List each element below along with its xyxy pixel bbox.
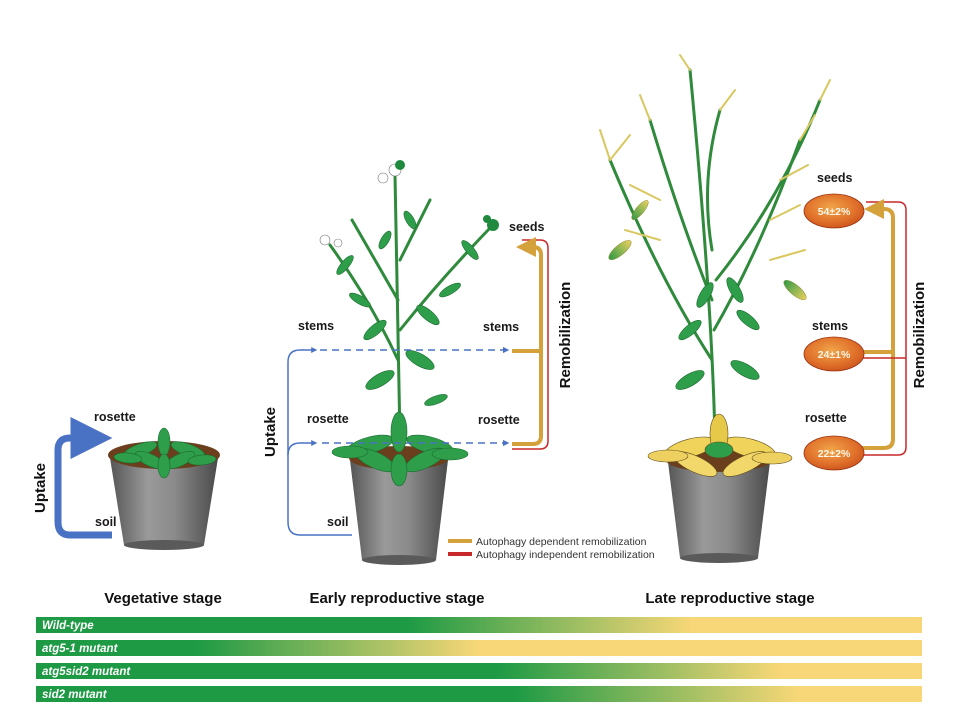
genotype-bar-label: Wild-type [42, 620, 94, 632]
late-stems-pct: 24±1% [818, 349, 851, 361]
early-remob-red [512, 239, 549, 450]
genotype-bar-label: atg5sid2 mutant [42, 666, 131, 678]
genotype-bar-label: atg5-1 mutant [42, 643, 119, 655]
early-soil-label: soil [327, 515, 349, 529]
genotype-bar [36, 640, 922, 656]
early-uptake-rosette-arrow [287, 440, 318, 456]
vegetative-soil-label: soil [95, 515, 117, 529]
late-remob-red [862, 201, 907, 456]
genotype-bar [36, 663, 922, 679]
early-rosette-left-label: rosette [307, 412, 349, 426]
late-plant [599, 54, 831, 563]
late-remobilization-label: Remobilization [911, 282, 928, 389]
legend-label-independent: Autophagy independent remobilization [476, 549, 655, 561]
early-stems-left-label: stems [298, 319, 334, 333]
late-stems-oval [803, 336, 865, 372]
early-rosette-right-label: rosette [478, 413, 520, 427]
early-remob-gold [512, 237, 543, 446]
early-seeds-label: seeds [509, 220, 544, 234]
genotype-bar-label: sid2 mutant [42, 689, 108, 701]
early-uptake-arrow [287, 347, 352, 536]
genotype-bars: Wild-type atg5-1 mutant atg5sid2 mutant sid… [36, 617, 922, 702]
stage-label-vegetative: Vegetative stage [104, 590, 222, 607]
legend-label-dependent: Autophagy dependent remobilization [476, 536, 647, 548]
genotype-bar [36, 617, 922, 633]
late-seeds-oval [803, 193, 865, 229]
vegetative-rosette-label: rosette [94, 410, 136, 424]
late-seeds-label: seeds [817, 171, 852, 185]
late-rosette-oval [803, 435, 865, 471]
early-remobilization-label: Remobilization [557, 282, 574, 389]
early-plant [319, 160, 499, 565]
vegetative-uptake-label: Uptake [32, 463, 49, 513]
legend-swatch-independent [448, 552, 472, 556]
early-stems-right-label: stems [483, 320, 519, 334]
vegetative-uptake-arrow [54, 417, 113, 539]
late-remob-gold [862, 199, 895, 450]
late-rosette-label: rosette [805, 411, 847, 425]
late-seeds-pct: 54±2% [818, 206, 851, 218]
stage-label-early: Early reproductive stage [309, 590, 484, 607]
early-uptake-label: Uptake [262, 407, 279, 457]
late-rosette-pct: 22±2% [818, 448, 851, 460]
legend: Autophagy dependent remobilization Autop… [448, 536, 655, 561]
late-stems-label: stems [812, 319, 848, 333]
genotype-bar [36, 686, 922, 702]
vegetative-plant [108, 427, 220, 550]
stage-label-late: Late reproductive stage [645, 590, 814, 607]
legend-swatch-dependent [448, 539, 472, 543]
